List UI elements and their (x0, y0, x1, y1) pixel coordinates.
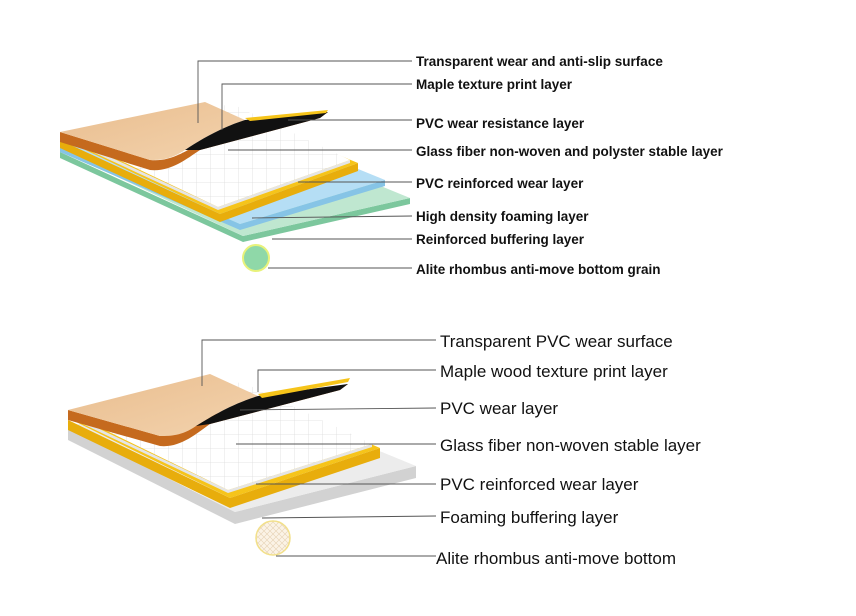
label-2-pvc-wear: PVC wear layer (440, 399, 558, 418)
label-1-transparent-wear: Transparent wear and anti-slip surface (416, 54, 663, 69)
label-1-pvc-reinforced: PVC reinforced wear layer (416, 176, 584, 191)
label-1-glass-fiber: Glass fiber non-woven and polyster stabl… (416, 144, 724, 159)
label-1-pvc-wear-resistance: PVC wear resistance layer (416, 116, 585, 131)
label-2-glass-fiber: Glass fiber non-woven stable layer (440, 436, 701, 455)
label-2-maple-wood: Maple wood texture print layer (440, 362, 668, 381)
labels-2: Transparent PVC wear surface Maple wood … (436, 332, 701, 568)
diagram-2: Transparent PVC wear surface Maple wood … (68, 332, 701, 568)
label-2-transparent-pvc: Transparent PVC wear surface (440, 332, 673, 351)
leader-lines-2 (201, 339, 437, 557)
label-1-reinforced-buffering: Reinforced buffering layer (416, 232, 585, 247)
label-1-alite-rhombus: Alite rhombus anti-move bottom grain (416, 262, 661, 277)
label-1-high-density-foaming: High density foaming layer (416, 209, 589, 224)
label-2-pvc-reinforced: PVC reinforced wear layer (440, 475, 639, 494)
bottom-grain-circle-icon (242, 244, 270, 272)
rhombus-bottom-circle-icon (255, 520, 291, 556)
diagram-1: Transparent wear and anti-slip surface M… (60, 54, 724, 277)
wood-print-layer (60, 102, 328, 171)
leader-lines-1 (197, 60, 413, 269)
wood-print-layer-2 (68, 374, 350, 447)
labels-1: Transparent wear and anti-slip surface M… (416, 54, 724, 277)
label-1-maple-texture: Maple texture print layer (416, 77, 573, 92)
label-2-alite-rhombus: Alite rhombus anti-move bottom (436, 549, 676, 568)
label-2-foaming-buffering: Foaming buffering layer (440, 508, 619, 527)
